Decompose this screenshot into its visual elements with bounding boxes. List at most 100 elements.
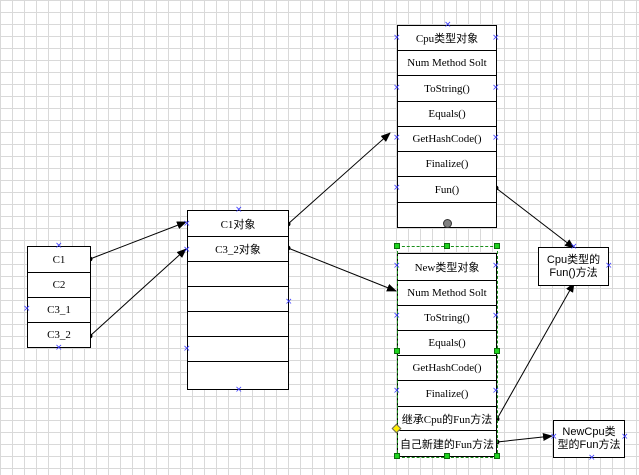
new-row: ToString() bbox=[398, 306, 496, 331]
connection-point-icon: × bbox=[444, 20, 452, 30]
connection-point-icon: × bbox=[605, 261, 613, 271]
c-type-row bbox=[188, 312, 288, 337]
cpu-row: Cpu类型对象 bbox=[398, 26, 496, 51]
resize-handle-icon[interactable] bbox=[394, 243, 400, 249]
connection-point-icon: × bbox=[393, 33, 401, 43]
c-row: C3_1 bbox=[28, 298, 90, 323]
c-type-row bbox=[188, 262, 288, 287]
connection-point-icon: × bbox=[570, 242, 578, 252]
new-type-table[interactable]: New类型对象 Num Method Solt ToString() Equal… bbox=[397, 253, 497, 457]
connection-point-icon: × bbox=[492, 386, 500, 396]
resize-handle-icon[interactable] bbox=[444, 243, 450, 249]
new-row: Num Method Solt bbox=[398, 281, 496, 306]
cpu-row: Fun() bbox=[398, 177, 496, 203]
rotate-handle-icon[interactable] bbox=[443, 219, 452, 228]
new-row: 自己新建的Fun方法 bbox=[398, 431, 496, 456]
c-object-box[interactable]: C1 C2 C3_1 C3_2 bbox=[27, 246, 91, 348]
cpu-row-label: Finalize() bbox=[425, 158, 469, 170]
new-row: GetHashCode() bbox=[398, 356, 496, 381]
connection-point-icon: × bbox=[492, 133, 500, 143]
new-row: Finalize() bbox=[398, 381, 496, 407]
connection-point-icon: × bbox=[393, 83, 401, 93]
cpu-row-label: Equals() bbox=[428, 108, 466, 120]
connection-point-icon: × bbox=[492, 33, 500, 43]
c-row: C3_2 bbox=[28, 323, 90, 347]
c-row-label: C3_1 bbox=[47, 304, 71, 316]
new-row-label: GetHashCode() bbox=[412, 362, 482, 374]
resize-handle-icon[interactable] bbox=[494, 348, 500, 354]
cpu-row: ToString() bbox=[398, 76, 496, 102]
arrow-cpu-fun-to-note bbox=[495, 187, 575, 249]
new-row: 继承Cpu的Fun方法 bbox=[398, 407, 496, 431]
c-row-label: C2 bbox=[52, 279, 66, 291]
cpu-fun-note-text: Cpu类型的Fun()方法 bbox=[546, 253, 601, 279]
new-row-label: Finalize() bbox=[425, 387, 469, 400]
cpu-row-label: GetHashCode() bbox=[412, 133, 482, 145]
resize-handle-icon[interactable] bbox=[444, 453, 450, 459]
connection-point-icon: × bbox=[23, 304, 31, 314]
connection-point-icon: × bbox=[492, 311, 500, 321]
connection-point-icon: × bbox=[235, 385, 243, 395]
arrow-c3-2-to-c3-2obj bbox=[89, 248, 187, 337]
cpu-fun-note[interactable]: Cpu类型的Fun()方法 bbox=[538, 247, 609, 286]
c-types-box[interactable]: C1对象 C3_2对象 bbox=[187, 210, 289, 390]
c-type-label: C3_2对象 bbox=[215, 244, 261, 256]
resize-handle-icon[interactable] bbox=[394, 453, 400, 459]
connection-point-icon: × bbox=[393, 133, 401, 143]
connection-point-icon: × bbox=[183, 344, 191, 354]
arrow-new-fun-to-note bbox=[496, 432, 553, 443]
connection-point-icon: × bbox=[235, 205, 243, 215]
cpu-row: GetHashCode() bbox=[398, 127, 496, 152]
c-type-label: C1对象 bbox=[220, 218, 256, 231]
connection-point-icon: × bbox=[621, 432, 629, 442]
cpu-row-label: Cpu类型对象 bbox=[415, 33, 479, 45]
new-row-label: New类型对象 bbox=[414, 262, 480, 274]
connection-point-icon: × bbox=[492, 261, 500, 271]
connection-point-icon: × bbox=[588, 453, 596, 463]
cpu-row: Num Method Solt bbox=[398, 51, 496, 76]
cpu-row-label: Fun() bbox=[434, 183, 460, 196]
newcpu-fun-note-text: NewCpu类型的Fun方法 bbox=[557, 426, 621, 451]
new-row-label: 自己新建的Fun方法 bbox=[399, 438, 495, 451]
c-type-row: C3_2对象 bbox=[188, 237, 288, 262]
new-row-label: 继承Cpu的Fun方法 bbox=[401, 413, 493, 426]
selection-outline bbox=[397, 246, 498, 458]
arrow-inherit-fun-to-note bbox=[496, 282, 575, 420]
connection-point-icon: × bbox=[393, 386, 401, 396]
cpu-row-label: ToString() bbox=[424, 82, 470, 95]
connection-point-icon: × bbox=[492, 83, 500, 93]
new-row-label: Equals() bbox=[428, 337, 466, 349]
c-type-row: C1对象 bbox=[188, 211, 288, 237]
resize-handle-icon[interactable] bbox=[494, 453, 500, 459]
resize-handle-icon[interactable] bbox=[394, 348, 400, 354]
c-row: C1 bbox=[28, 247, 90, 273]
resize-handle-icon[interactable] bbox=[494, 243, 500, 249]
cpu-row: Finalize() bbox=[398, 152, 496, 177]
c-type-row bbox=[188, 287, 288, 312]
c-row-label: C1 bbox=[52, 253, 66, 266]
connection-point-icon: × bbox=[550, 432, 558, 442]
new-row: New类型对象 bbox=[398, 254, 496, 281]
cpu-row-label: Num Method Solt bbox=[407, 57, 487, 69]
c-row: C2 bbox=[28, 273, 90, 298]
connection-point-icon: × bbox=[55, 241, 63, 251]
c-row-label: C3_2 bbox=[47, 329, 71, 341]
connection-point-icon: × bbox=[393, 183, 401, 193]
connection-point-icon: × bbox=[393, 311, 401, 321]
connection-point-icon: × bbox=[393, 261, 401, 271]
newcpu-fun-note[interactable]: NewCpu类型的Fun方法 bbox=[553, 420, 625, 458]
arrow-c1obj-to-cpu bbox=[287, 132, 391, 225]
cpu-row: Equals() bbox=[398, 102, 496, 127]
connection-point-icon: × bbox=[285, 297, 293, 307]
arrow-c1-to-c1obj bbox=[89, 221, 187, 260]
cpu-type-table[interactable]: Cpu类型对象 Num Method Solt ToString() Equal… bbox=[397, 25, 497, 228]
new-row-label: Num Method Solt bbox=[407, 287, 487, 299]
new-row-label: ToString() bbox=[424, 312, 470, 324]
c-type-row bbox=[188, 337, 288, 362]
connection-point-icon: × bbox=[183, 219, 191, 229]
connection-point-icon: × bbox=[55, 343, 63, 353]
connection-point-icon: × bbox=[183, 245, 191, 255]
new-row: Equals() bbox=[398, 331, 496, 356]
